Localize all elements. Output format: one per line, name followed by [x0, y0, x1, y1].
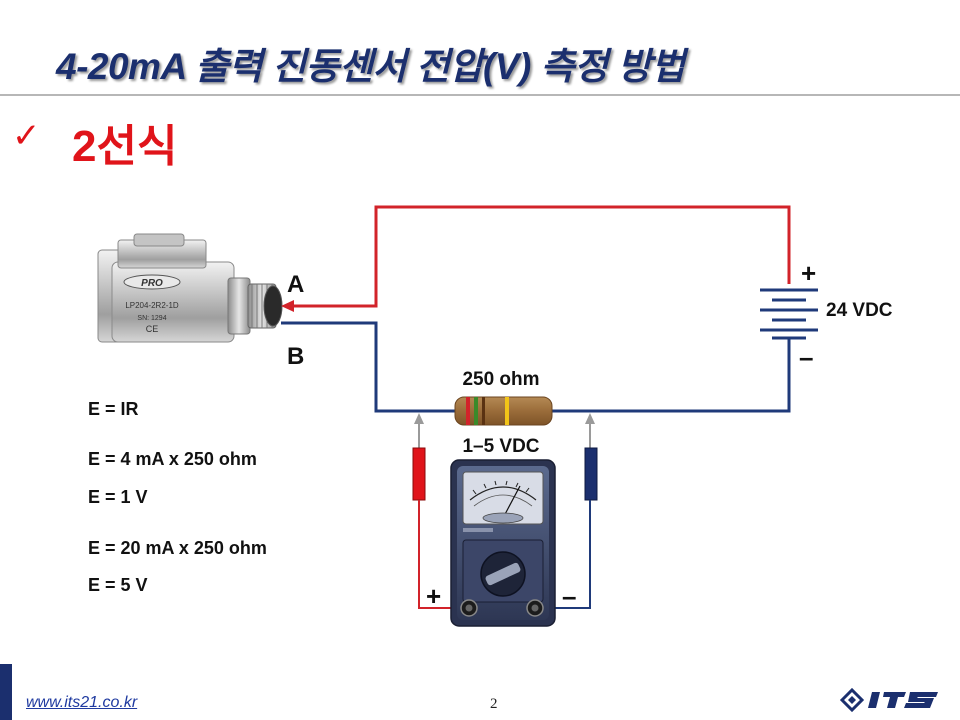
analog-multimeter	[450, 459, 556, 627]
wire-b-blue	[281, 321, 455, 413]
probe-minus-blue	[584, 447, 598, 501]
sensor-serial: SN: 1294	[137, 315, 166, 322]
probe-minus-arrow-icon	[585, 413, 595, 424]
probe-plus-red	[412, 447, 426, 501]
meter-range-label: 1–5 VDC	[462, 436, 539, 457]
equation-20ma: E = 20 mA x 250 ohm	[88, 538, 267, 558]
resistor	[454, 396, 553, 426]
equation-4ma: E = 4 mA x 250 ohm	[88, 449, 257, 469]
meter-plus-sign: +	[426, 581, 441, 611]
slide-subtitle: 2선식	[72, 122, 178, 171]
slide-title: 4-20mA 출력 진동센서 전압(V) 측정 방법	[56, 46, 685, 87]
wire-a-red	[285, 205, 791, 308]
arrow-a-icon	[281, 300, 294, 312]
supply-plus-sign: +	[801, 258, 816, 288]
footer-website-link[interactable]: www.its21.co.kr	[26, 694, 138, 711]
title-divider	[0, 94, 960, 96]
battery-symbol	[760, 288, 818, 340]
resistor-label: 250 ohm	[462, 369, 539, 390]
footer-accent-bar	[0, 664, 12, 720]
checkmark-icon: ✓	[12, 117, 41, 155]
company-logo	[840, 687, 938, 713]
page-number: 2	[490, 696, 498, 712]
sensor-model: LP204-2R2-1D	[125, 301, 179, 310]
supply-minus-sign: –	[799, 342, 813, 372]
sensor-ce-mark: CE	[146, 324, 159, 334]
equation-ohms-law: E = IR	[88, 399, 139, 419]
wire-b-blue-return	[552, 338, 791, 413]
vibration-sensor: PRO LP204-2R2-1D SN: 1294 CE	[97, 233, 283, 343]
equation-1v: E = 1 V	[88, 487, 148, 507]
probe-plus-arrow-icon	[414, 413, 424, 424]
sensor-brand: PRO	[141, 278, 163, 289]
meter-minus-sign: –	[562, 581, 576, 611]
supply-voltage-label: 24 VDC	[826, 300, 893, 321]
terminal-a-label: A	[287, 271, 304, 298]
terminal-b-label: B	[287, 343, 304, 370]
equation-5v: E = 5 V	[88, 575, 148, 595]
